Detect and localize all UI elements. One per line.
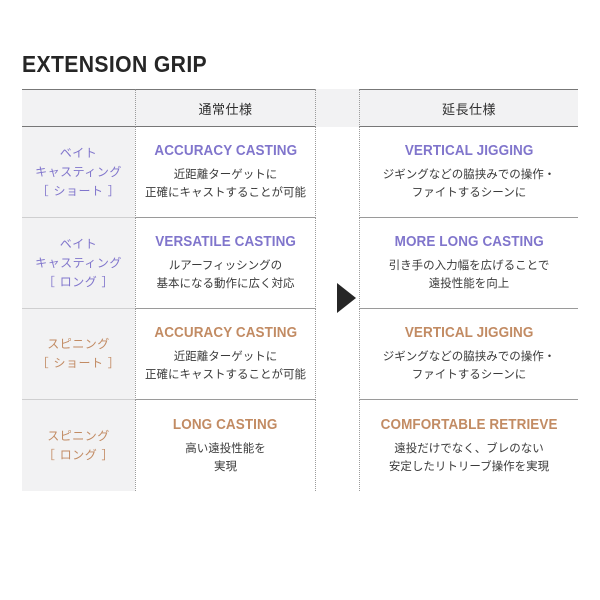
row-label-line: ベイト (59, 236, 98, 251)
normal-spec-title: ACCURACY CASTING (154, 325, 297, 341)
header-cell-normal: 通常仕様 (135, 89, 315, 127)
row-label-line: スピニング (47, 337, 110, 351)
extension-spec-title: COMFORTABLE RETRIEVE (380, 416, 558, 433)
row-label-line: ［ ロング ］ (42, 274, 115, 289)
extension-spec-desc-line: ジギングなどの脇挟みでの操作・ (382, 349, 556, 363)
row-label-line: ベイト (59, 145, 98, 160)
row-label-line: スピニング (47, 428, 110, 443)
extension-spec-cell: COMFORTABLE RETRIEVE 遠投だけでなく、ブレのない 安定したリ… (359, 400, 578, 491)
arrow-gap-cell (315, 400, 359, 491)
extension-spec-desc-line: 安定したリトリーブ操作を実現 (388, 458, 550, 473)
row-label-line: ［ ロング ］ (42, 447, 115, 462)
normal-spec-desc-line: 近距離ターゲットに (173, 167, 278, 181)
extension-spec-cell: VERTICAL JIGGING ジギングなどの脇挟みでの操作・ ファイトするシ… (359, 127, 578, 218)
header-cell-extension: 延長仕様 (359, 89, 578, 127)
normal-spec-desc-line: 正確にキャストすることが可能 (145, 185, 306, 199)
header-cell-label (22, 89, 135, 127)
normal-spec-cell: ACCURACY CASTING 近距離ターゲットに 正確にキャストすることが可… (135, 309, 315, 400)
normal-spec-cell: LONG CASTING 高い遠投性能を 実現 (135, 400, 315, 491)
normal-spec-title: LONG CASTING (173, 416, 278, 433)
row-label-cell: ベイト キャスティング ［ ロング ］ (22, 218, 135, 309)
row-label-line: キャスティング (35, 255, 122, 270)
extension-spec-desc-line: 引き手の入力幅を広げることで (388, 258, 550, 272)
table-row: スピニング ［ ロング ］ LONG CASTING 高い遠投性能を 実現 CO… (22, 400, 578, 491)
row-label-line: キャスティング (35, 164, 122, 179)
extension-spec-title: VERTICAL JIGGING (404, 325, 534, 341)
normal-spec-cell: ACCURACY CASTING 近距離ターゲットに 正確にキャストすることが可… (135, 127, 315, 218)
table-header-row: 通常仕様 延長仕様 (22, 89, 578, 127)
extension-spec-desc-line: ジギングなどの脇挟みでの操作・ (382, 167, 556, 181)
row-label-line: ［ ショート ］ (36, 356, 121, 370)
row-label-cell: スピニング ［ ロング ］ (22, 400, 135, 491)
right-triangle-arrow-icon (337, 283, 361, 315)
arrow-gap-cell (315, 127, 359, 218)
row-label-line: ［ ショート ］ (36, 183, 121, 198)
table-row: ベイト キャスティング ［ ショート ］ ACCURACY CASTING 近距… (22, 127, 578, 218)
row-label-cell: ベイト キャスティング ［ ショート ］ (22, 127, 135, 218)
extension-spec-title: MORE LONG CASTING (394, 234, 544, 250)
extension-spec-desc-line: ファイトするシーンに (411, 367, 527, 381)
header-cell-arrow (315, 89, 359, 127)
extension-spec-title: VERTICAL JIGGING (404, 143, 534, 159)
row-label-cell: スピニング ［ ショート ］ (22, 309, 135, 400)
normal-spec-desc-line: 高い遠投性能を (185, 440, 266, 455)
extension-spec-cell: MORE LONG CASTING 引き手の入力幅を広げることで 遠投性能を向上 (359, 218, 578, 309)
arrow-gap-cell (315, 309, 359, 400)
normal-spec-desc-line: 近距離ターゲットに (173, 349, 278, 363)
extension-spec-desc-line: ファイトするシーンに (411, 185, 527, 199)
table-row: ベイト キャスティング ［ ロング ］ VERSATILE CASTING ルア… (22, 218, 578, 309)
normal-spec-title: VERSATILE CASTING (155, 234, 296, 250)
extension-spec-desc-line: 遠投性能を向上 (428, 276, 510, 290)
arrow-glyph (337, 283, 356, 313)
header-extension-text: 延長仕様 (441, 102, 496, 118)
normal-spec-cell: VERSATILE CASTING ルアーフィッシングの 基本になる動作に広く対… (135, 218, 315, 309)
arrow-gap-cell (315, 218, 359, 309)
extension-spec-cell: VERTICAL JIGGING ジギングなどの脇挟みでの操作・ ファイトするシ… (359, 309, 578, 400)
extension-grip-table: 通常仕様 延長仕様 ベイト キャスティング ［ ショート ］ ACCURACY … (22, 89, 578, 491)
normal-spec-desc-line: ルアーフィッシングの (168, 258, 283, 272)
extension-spec-desc-line: 遠投だけでなく、ブレのない (394, 440, 544, 455)
normal-spec-desc-line: 正確にキャストすることが可能 (145, 367, 306, 381)
normal-spec-title: ACCURACY CASTING (154, 143, 297, 159)
table-row: スピニング ［ ショート ］ ACCURACY CASTING 近距離ターゲット… (22, 309, 578, 400)
header-normal-text: 通常仕様 (198, 102, 253, 118)
page-title: EXTENSION GRIP (22, 51, 208, 77)
normal-spec-desc-line: 基本になる動作に広く対応 (156, 276, 295, 290)
normal-spec-desc-line: 実現 (214, 458, 237, 473)
